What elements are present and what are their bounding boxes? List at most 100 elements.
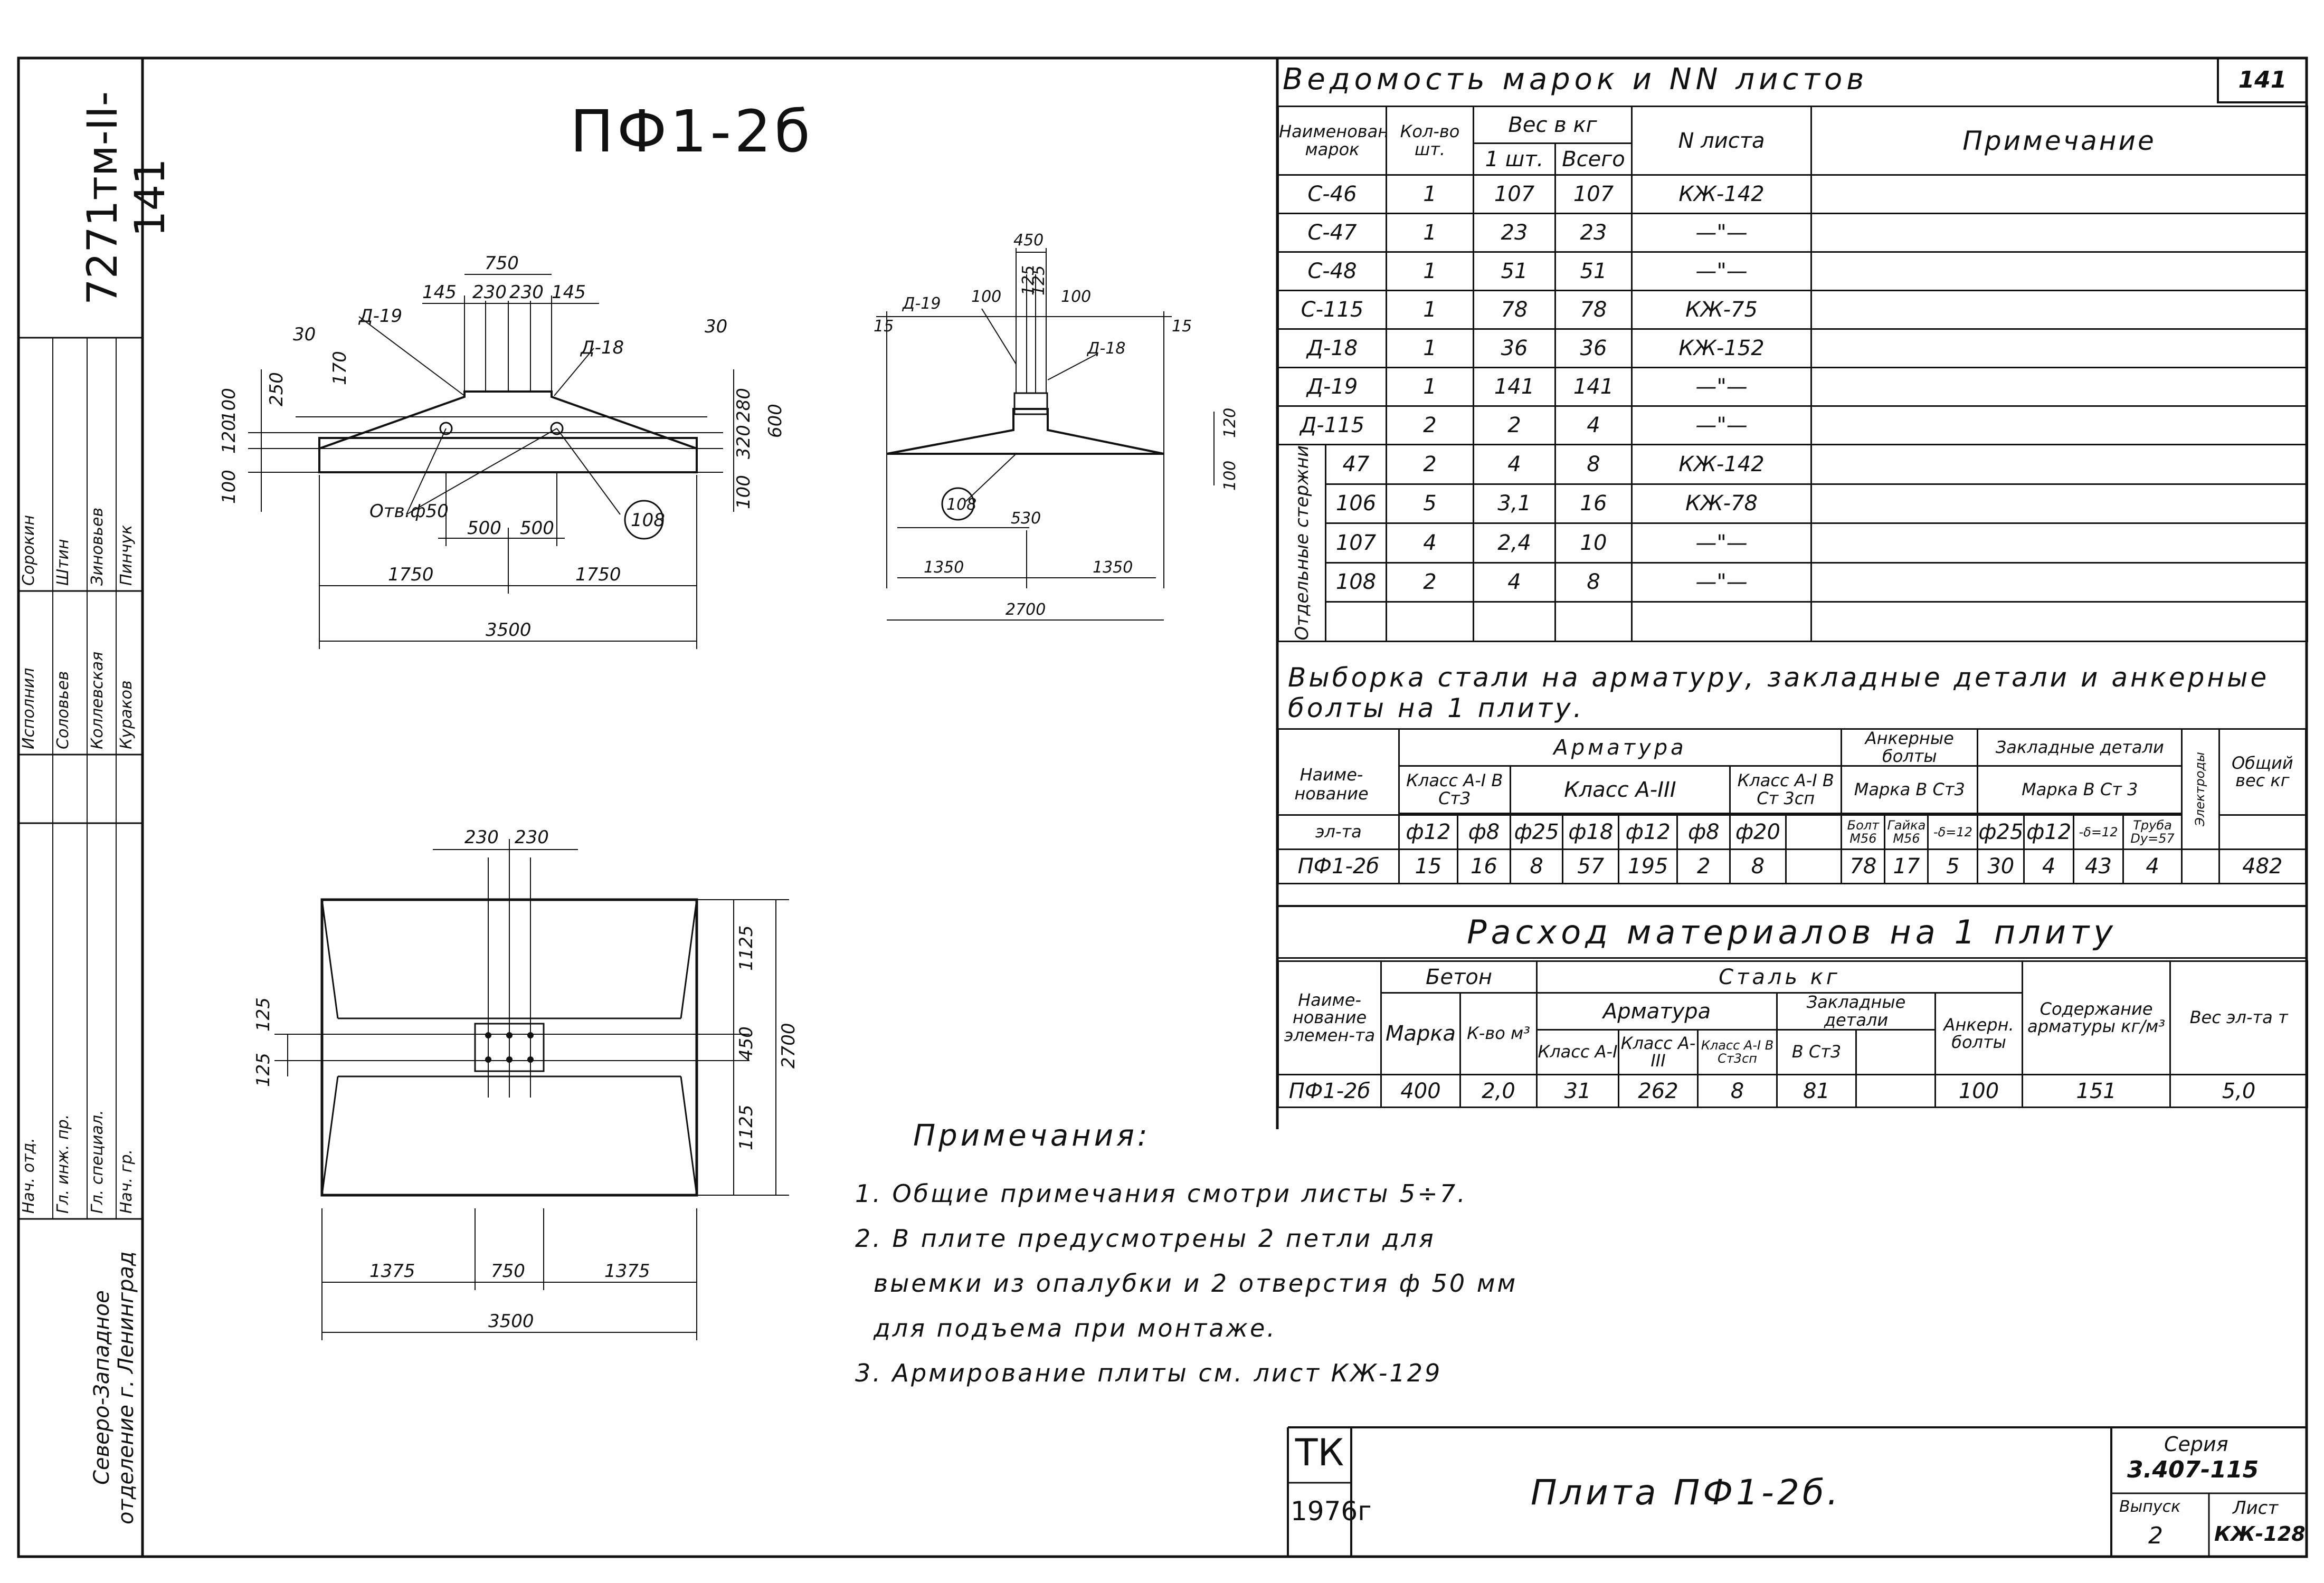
dim-front-500b: 500 [520,518,554,539]
stamp-title: Плита ПФ1-2б. [1531,1472,1842,1513]
drawing-code: 7271тм-II-141 [79,91,174,305]
dim-front-1750b: 1750 [575,564,621,585]
dim-front-280: 280 [733,388,754,422]
steel-h-electrodes: Электроды [2193,752,2208,826]
sheet-frame [17,56,2308,1558]
dim-side-2700: 2700 [1006,600,1046,619]
stamp-series-label: Серия [2164,1433,2228,1456]
dim-plan-230b: 230 [515,827,549,848]
steel-h-anchor: Анкерные болты [1841,728,1979,767]
dim-front-145b: 145 [552,282,586,303]
name-2: Штин [54,539,72,586]
dim-side-15b: 15 [1172,317,1192,336]
marks-table-title: Ведомость марок и NN листов [1283,62,1868,97]
col-per-piece: 1 шт. [1473,142,1556,176]
steel-h-class-a1: Класс А-I В Ст3 [1398,765,1511,815]
label-side-bubble: 108 [946,495,976,514]
dim-side-120: 120 [1221,408,1239,438]
label-side-d19: Д-19 [902,294,941,313]
role-3: Гл. специал. [88,1110,107,1214]
drawing-title: ПФ1-2б [570,98,813,165]
table-row: ПФ1-2б 15 16 8 57 195 2 8 78 17 5 30 4 4… [1277,848,2307,885]
mat-h-a1: Класс А-I [1536,1029,1620,1076]
dim-plan-1375b: 1375 [604,1261,650,1282]
dim-plan-750: 750 [491,1261,525,1282]
mat-h-anchor: Анкерн. болты [1934,991,2024,1076]
col-total: Всего [1554,142,1633,176]
side-view [876,248,1215,621]
mat-h-vst3: В Ст3 [1776,1029,1857,1076]
steel-h-name: Наиме-нование [1294,765,1369,804]
stamp-issue: 2 [2148,1522,2163,1549]
role-2: Гл. инж. пр. [54,1114,72,1214]
dim-side-125b: 125 [1030,265,1048,295]
note-line-5: 3. Армирование плиты см. лист КЖ-129 [855,1359,1443,1387]
table-row [1278,601,2309,642]
dim-side-1350b: 1350 [1093,558,1133,577]
mat-h-armatura: Арматура [1536,991,1778,1031]
dim-side-450: 450 [1013,231,1044,250]
dim-front-120: 120 [219,419,240,454]
dim-front-250: 250 [266,372,287,406]
dim-front-145a: 145 [422,282,457,303]
sheet-number: 141 [2217,59,2306,103]
dim-plan-230a: 230 [464,827,499,848]
mat-h-embed: Закладные детали [1776,991,1937,1031]
dim-plan-125a: 125 [253,997,274,1032]
col-weight: Вес в кг [1472,106,1633,144]
steel-h-total: Общий вес кг [2218,728,2307,816]
dim-plan-2700: 2700 [778,1023,799,1069]
dim-front-100c: 100 [733,475,754,509]
steel-h-marka-embed: Марка В Ст 3 [1977,765,2183,815]
name-1: Сорокин [20,515,38,586]
label-front-bubble: 108 [631,510,665,531]
note-line-4: для подъема при монтаже. [874,1314,1277,1342]
dim-side-15a: 15 [874,317,894,336]
label-side-d18: Д-18 [1086,339,1125,358]
name-6: Коллевская [88,651,107,749]
dim-plan-1125a: 1125 [736,925,757,971]
stamp-issue-label: Выпуск [2119,1498,2181,1516]
mat-h-concrete: Бетон [1380,960,1538,994]
dim-side-100b: 100 [1061,288,1091,306]
plan-view [274,839,789,1340]
col-sheet: N листа [1631,106,1813,176]
dim-front-230a: 230 [472,282,507,303]
name-4: Пинчук [117,525,136,586]
mat-h-weight: Вес эл-та т [2169,960,2309,1076]
note-line-1: 1. Общие примечания смотри листы 5÷7. [855,1179,1467,1208]
mat-h-volume: К-во м³ [1459,991,1538,1076]
mat-h-a1sp: Класс А-I В Ст3сп [1697,1029,1778,1076]
role-5: Исполнил [20,667,38,749]
dim-front-30a: 30 [293,324,316,345]
dim-plan-125b: 125 [253,1053,274,1087]
dim-front-750: 750 [485,253,519,274]
organization-name: Северо-Западное отделение г. Ленинград [90,1251,138,1524]
name-7: Кураков [117,680,136,749]
marks-table: Наименован. марок Кол-во шт. Вес в кг N … [1277,106,2309,642]
dim-front-600: 600 [765,404,786,438]
stamp-sheet-label: Лист [2233,1498,2279,1519]
plan-view-dimensions: 230 230 1125 450 1125 2700 125 125 1375 … [253,827,799,1332]
steel-h-class-a3: Класс А-III [1509,765,1731,815]
label-front-d18: Д-18 [580,337,624,358]
side-view-dimensions: 450 100 125 125 100 15 15 120 100 530 13… [874,231,1239,619]
materials-table-title: Расход материалов на 1 плиту [1277,905,2307,959]
steel-h-armatura: Арматура [1398,728,1843,767]
dim-front-3500: 3500 [486,619,532,641]
mat-h-content: Содержание арматуры кг/м³ [2022,960,2171,1076]
dim-front-30b: 30 [705,316,727,337]
dim-side-1350a: 1350 [924,558,964,577]
stamp-year: 1976г [1291,1496,1372,1527]
mat-h-a3: Класс А-III [1618,1029,1699,1076]
col-qty: Кол-во шт. [1386,106,1474,176]
mat-h-name: Наиме-нование элемен-та [1277,960,1382,1076]
